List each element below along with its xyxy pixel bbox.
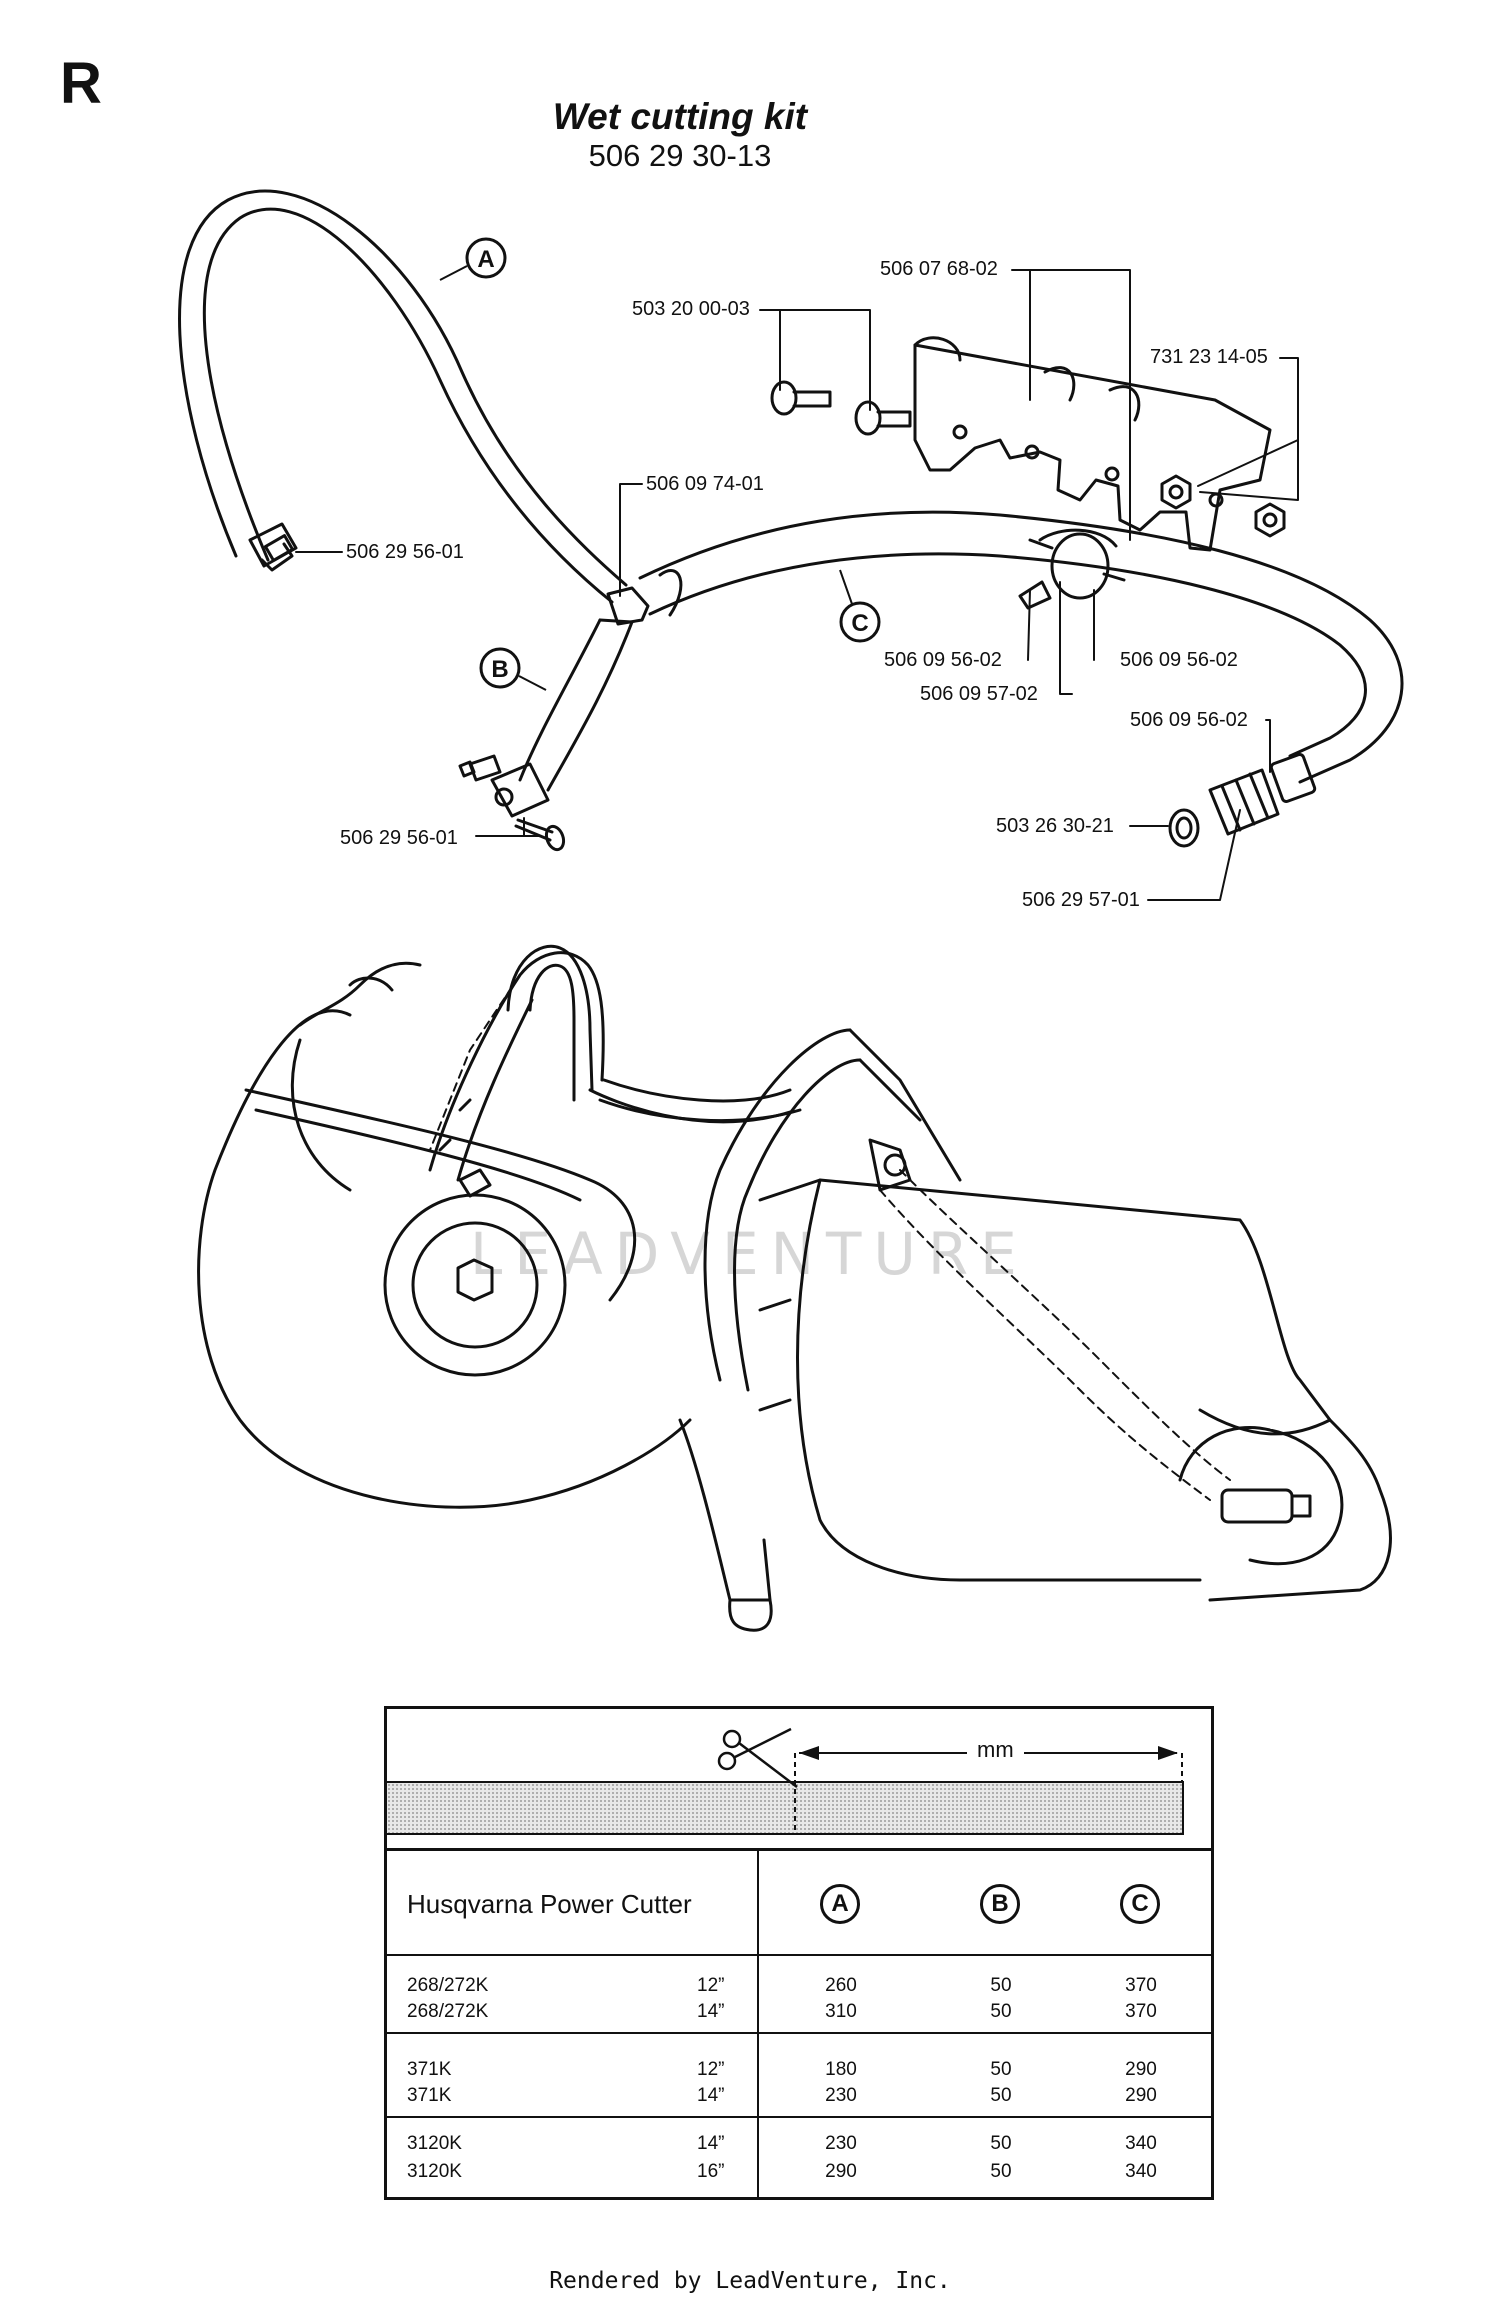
kit-title: Wet cutting kit <box>552 96 808 137</box>
measure-arrow <box>717 1727 1183 1831</box>
part-number-nut: 731 23 14-05 <box>1150 346 1268 368</box>
hose-b <box>518 618 634 792</box>
part-number-clamp-3: 506 09 56-02 <box>1130 709 1248 731</box>
value-b-cell: 50 <box>990 2001 1012 2022</box>
part-number-washer: 503 26 30-21 <box>996 815 1114 837</box>
value-b-cell: 50 <box>990 2059 1012 2080</box>
value-a-cell: 180 <box>825 2059 857 2080</box>
model-cell: 268/272K <box>407 2001 489 2022</box>
size-cell: 14” <box>697 2133 725 2154</box>
section-letter: R <box>60 51 102 116</box>
kit-number: 506 29 30-13 <box>588 138 772 173</box>
header-model-label: Husqvarna Power Cutter <box>407 1889 692 1919</box>
hose-a <box>178 189 628 604</box>
table-header-row: Husqvarna Power Cutter A B C <box>387 1848 1211 1956</box>
hidden-hose-path <box>429 974 1231 1501</box>
column-a-header: A <box>820 1884 860 1924</box>
footer-credit: Rendered by LeadVenture, Inc. <box>549 2268 951 2294</box>
column-divider <box>757 1848 759 2200</box>
hose-strip <box>387 1781 1184 1835</box>
model-cell: 371K <box>407 2085 452 2106</box>
leader-lines <box>295 269 1299 901</box>
nut-1 <box>1160 474 1192 510</box>
value-c-cell: 340 <box>1125 2133 1157 2154</box>
value-c-cell: 340 <box>1125 2161 1157 2182</box>
group-divider <box>387 2032 1211 2034</box>
valve <box>1018 528 1126 610</box>
part-number-clamp-1: 506 09 56-02 <box>884 649 1002 671</box>
power-cutter-drawing <box>197 944 1392 1632</box>
value-b-cell: 50 <box>990 2085 1012 2106</box>
cut-length-diagram: mm <box>387 1709 1211 1851</box>
part-number-clamp-2: 506 09 56-02 <box>1120 649 1238 671</box>
callout-b: B <box>479 647 547 691</box>
part-number-nozzle-b: 506 29 56-01 <box>340 827 458 849</box>
callout-a: A <box>439 237 507 281</box>
size-cell: 14” <box>697 2085 725 2106</box>
hose-c <box>638 510 1404 784</box>
value-c-cell: 370 <box>1125 1975 1157 1996</box>
bracket <box>913 336 1272 552</box>
scissors-icon <box>717 1727 798 1788</box>
unit-label: mm <box>967 1737 1024 1763</box>
model-cell: 3120K <box>407 2133 462 2154</box>
value-a-cell: 230 <box>825 2133 857 2154</box>
washer <box>1168 808 1200 848</box>
column-b-header: B <box>980 1884 1020 1924</box>
value-b-cell: 50 <box>990 2133 1012 2154</box>
size-cell: 12” <box>697 2059 725 2080</box>
size-cell: 14” <box>697 2001 725 2022</box>
value-a-cell: 260 <box>825 1975 857 1996</box>
value-b-cell: 50 <box>990 1975 1012 1996</box>
tee-fitting <box>606 586 650 626</box>
watermark-text: LEADVENTURE <box>470 1220 1029 1288</box>
nozzle-a <box>248 522 298 572</box>
column-c-header: C <box>1120 1884 1160 1924</box>
part-number-nozzle-a: 506 29 56-01 <box>346 541 464 563</box>
screw-top-1 <box>770 380 832 416</box>
part-number-valve: 506 09 57-02 <box>920 683 1038 705</box>
part-number-screw: 503 20 00-03 <box>632 298 750 320</box>
value-a-cell: 290 <box>825 2161 857 2182</box>
value-a-cell: 310 <box>825 2001 857 2022</box>
group-divider <box>387 2116 1211 2118</box>
coupling <box>1208 753 1317 836</box>
model-cell: 3120K <box>407 2161 462 2182</box>
value-c-cell: 290 <box>1125 2085 1157 2106</box>
value-a-cell: 230 <box>825 2085 857 2106</box>
model-cell: 268/272K <box>407 1975 489 1996</box>
part-number-coupling: 506 29 57-01 <box>1022 889 1140 911</box>
size-cell: 16” <box>697 2161 725 2182</box>
nozzle-b <box>458 754 550 818</box>
screw-top-2 <box>854 400 912 436</box>
value-b-cell: 50 <box>990 2161 1012 2182</box>
part-number-tee: 506 09 74-01 <box>646 473 764 495</box>
value-c-cell: 370 <box>1125 2001 1157 2022</box>
callout-b-label: B <box>491 656 508 683</box>
part-number-bracket: 506 07 68-02 <box>880 258 998 280</box>
exploded-parts-diagram: A B C 506 07 68-02 503 20 00-03 731 23 1… <box>178 189 1404 1632</box>
callout-a-label: A <box>477 246 494 273</box>
size-cell: 12” <box>697 1975 725 1996</box>
nut-2 <box>1254 502 1286 538</box>
hose-length-table: mm Husqvarna Power Cutter A B C 268/272K… <box>384 1706 1214 2200</box>
value-c-cell: 290 <box>1125 2059 1157 2080</box>
callout-c-label: C <box>851 610 868 637</box>
model-cell: 371K <box>407 2059 452 2080</box>
hose-on-machine <box>428 951 802 1182</box>
callout-c: C <box>839 569 881 643</box>
